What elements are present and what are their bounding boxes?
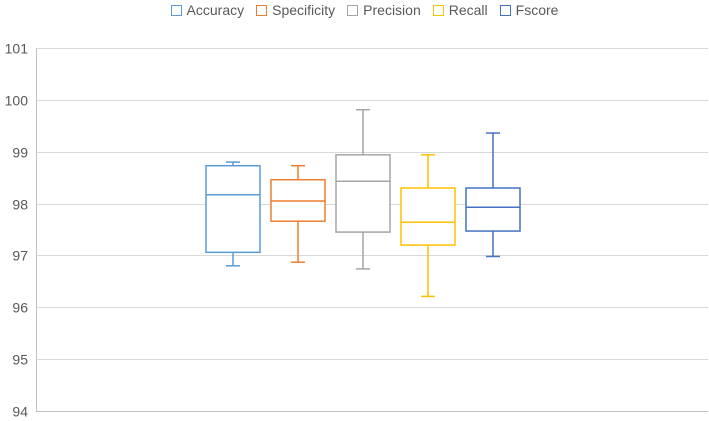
legend-label-recall: Recall xyxy=(448,2,488,18)
legend-item-recall: Recall xyxy=(432,2,488,18)
legend-swatch-fscore xyxy=(499,4,511,16)
y-tick-label: 99 xyxy=(12,145,28,161)
legend-item-fscore: Fscore xyxy=(499,2,559,18)
y-tick-label: 100 xyxy=(5,93,29,109)
recall-box xyxy=(400,187,456,246)
y-tick-label: 94 xyxy=(12,404,28,420)
precision-box xyxy=(335,154,391,233)
legend-label-precision: Precision xyxy=(363,2,421,18)
legend-item-accuracy: Accuracy xyxy=(170,2,245,18)
chart-legend: Accuracy Specificity Precision Recall Fscore xyxy=(0,0,709,20)
legend-swatch-specificity xyxy=(256,4,268,16)
legend-label-specificity: Specificity xyxy=(272,2,336,18)
legend-item-precision: Precision xyxy=(347,2,421,18)
fscore-box xyxy=(465,187,521,232)
legend-item-specificity: Specificity xyxy=(256,2,335,18)
legend-label-fscore: Fscore xyxy=(515,2,559,18)
y-tick-label: 97 xyxy=(12,248,28,264)
legend-swatch-recall xyxy=(432,4,444,16)
y-tick-label: 95 xyxy=(12,352,28,368)
y-tick-label: 101 xyxy=(5,41,29,57)
legend-label-accuracy: Accuracy xyxy=(186,2,245,18)
accuracy-box xyxy=(205,164,261,254)
y-tick-label: 96 xyxy=(12,300,28,316)
legend-swatch-accuracy xyxy=(170,4,182,16)
y-tick-label: 98 xyxy=(12,197,28,213)
legend-swatch-precision xyxy=(347,4,359,16)
